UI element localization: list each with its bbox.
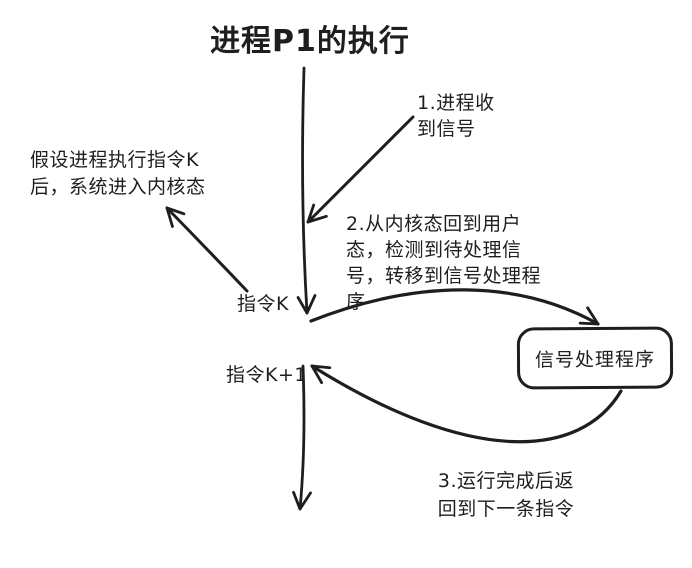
execution-line-top bbox=[296, 66, 317, 315]
handler-call-arrow bbox=[309, 288, 600, 326]
instruction-k-plus-1-label: 指令K+1 bbox=[226, 364, 307, 386]
signal-handler-box: 信号处理程序 bbox=[516, 326, 674, 390]
execution-line-bottom bbox=[292, 364, 312, 511]
diagram-title: 进程P1的执行 bbox=[210, 24, 410, 59]
step2-dispatch-label: 2.从内核态回到用户 态，检测到待处理信 号，转移到信号处理程 序 bbox=[346, 213, 542, 313]
signal-arrival-arrow bbox=[306, 115, 415, 224]
kernel-mode-note-label: 假设进程执行指令K 后，系统进入内核态 bbox=[30, 149, 206, 198]
kernel-mode-note-arrow bbox=[165, 206, 249, 293]
step1-signal-received-label: 1.进程收 到信号 bbox=[417, 92, 495, 140]
signal-handler-label: 信号处理程序 bbox=[534, 348, 656, 371]
instruction-k-label: 指令K bbox=[237, 293, 289, 315]
handler-return-arrow bbox=[310, 364, 623, 444]
step3-return-label: 3.运行完成后返 回到下一条指令 bbox=[437, 470, 575, 520]
